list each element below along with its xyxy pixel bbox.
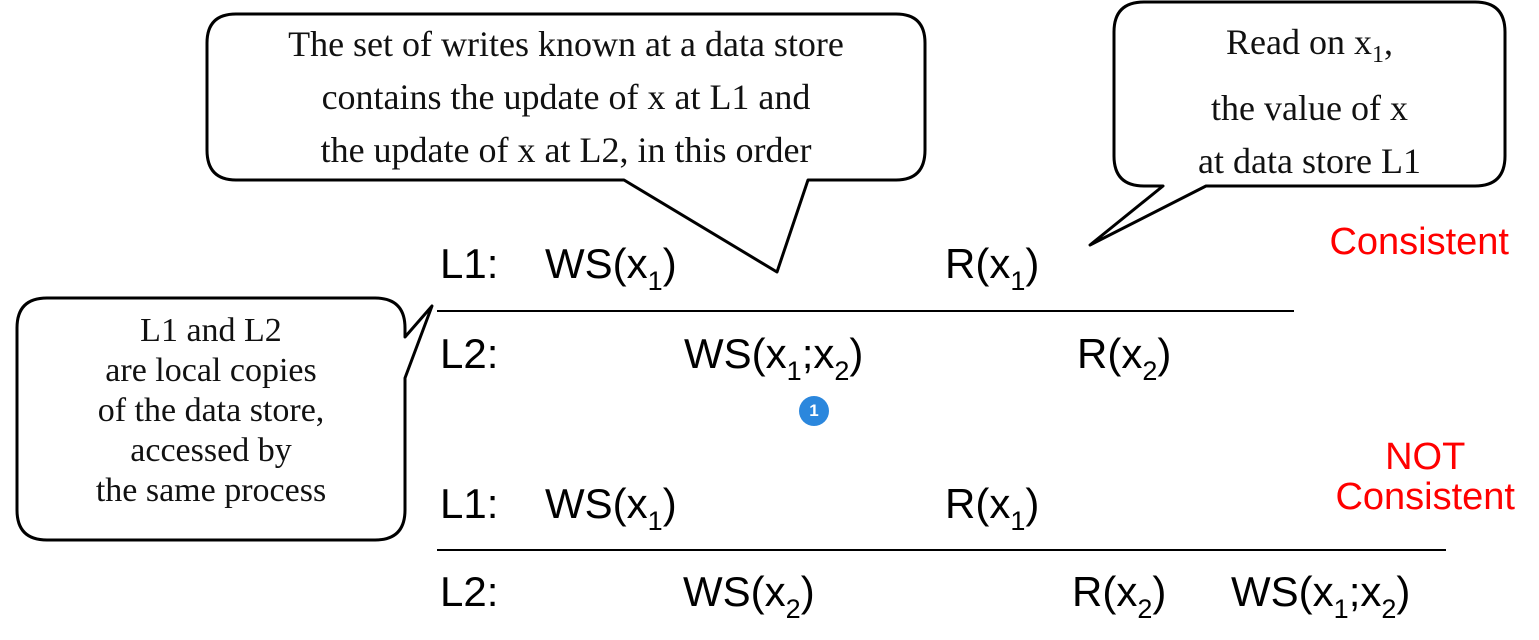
l1-label-consistent: L1: <box>440 240 499 287</box>
op-text: R(x <box>1072 568 1138 615</box>
op-text: WS(x <box>684 330 787 377</box>
status-consistent: Consistent <box>1329 221 1509 263</box>
l2-op-read-not-consistent: R(x2) <box>1072 568 1167 623</box>
op-text: WS(x <box>545 480 648 527</box>
l2-label-not-consistent: L2: <box>440 568 499 615</box>
l2-op-ws-consistent: WS(x1;x2) <box>684 330 864 385</box>
l2-op-ws-late-not-consistent: WS(x1;x2) <box>1231 568 1411 623</box>
op-text: ) <box>1157 330 1172 377</box>
callout-line: at data store L1 <box>1198 141 1421 182</box>
op-text: WS(x <box>1231 568 1334 615</box>
op-text: R(x <box>1077 330 1143 377</box>
subscript: 2 <box>785 594 801 624</box>
subscript: 2 <box>1142 356 1158 386</box>
callout-line: the value of x <box>1211 88 1408 129</box>
callout-left-text: L1 and L2 are local copies of the data s… <box>17 311 405 511</box>
status-line: Consistent <box>1335 476 1515 518</box>
callout-line: The set of writes known at a data store <box>288 24 844 64</box>
op-text: ) <box>1396 568 1411 615</box>
subscript: 1 <box>1333 594 1349 624</box>
l1-label-not-consistent: L1: <box>440 480 499 527</box>
callout-text: , <box>1383 22 1393 62</box>
l1-op-read-not-consistent: R(x1) <box>945 480 1040 535</box>
op-text: R(x <box>945 240 1011 287</box>
op-text: ) <box>849 330 864 377</box>
op-text: ) <box>1025 480 1040 527</box>
callout-line: contains the update of x at L1 and <box>321 77 811 117</box>
l2-label-consistent: L2: <box>440 330 499 377</box>
op-text: WS(x <box>545 240 648 287</box>
l1-op-ws-consistent: WS(x1) <box>545 240 677 295</box>
op-text: ) <box>1025 240 1040 287</box>
l1-op-ws-not-consistent: WS(x1) <box>545 480 677 535</box>
callout-line: Read on x1, <box>1114 16 1505 82</box>
subscript: 1 <box>647 266 663 296</box>
callout-text: Read on x <box>1226 22 1372 62</box>
callout-line: are local copies <box>105 352 317 389</box>
op-text: ;x <box>1348 568 1382 615</box>
op-text: ) <box>1152 568 1167 615</box>
subscript: 1 <box>786 356 802 386</box>
callout-left-shape <box>15 296 434 542</box>
l2-op-read-consistent: R(x2) <box>1077 330 1172 385</box>
callout-top-middle-shape <box>205 12 927 274</box>
op-text: ) <box>800 568 815 615</box>
step-badge[interactable]: 1 <box>799 396 829 426</box>
callout-top-middle-text: The set of writes known at a data store … <box>207 18 925 177</box>
status-not-consistent: NOT Consistent <box>1335 437 1515 517</box>
op-text: WS(x <box>683 568 786 615</box>
subscript: 2 <box>1381 594 1397 624</box>
callout-top-right-text: Read on x1, the value of x at data store… <box>1114 16 1505 188</box>
l1-op-read-consistent: R(x1) <box>945 240 1040 295</box>
callout-line: of the data store, <box>97 392 325 429</box>
subscript: 2 <box>834 356 850 386</box>
op-text: ;x <box>801 330 835 377</box>
subscript: 2 <box>1137 594 1153 624</box>
op-text: ) <box>662 240 677 287</box>
status-line: NOT <box>1385 436 1466 478</box>
l2-op-ws-not-consistent: WS(x2) <box>683 568 815 623</box>
callout-line: the update of x at L2, in this order <box>320 130 812 170</box>
subscript: 1 <box>1371 42 1384 69</box>
subscript: 1 <box>647 506 663 536</box>
callout-top-right-shape <box>1088 0 1507 247</box>
callout-line: L1 and L2 <box>140 312 282 349</box>
callout-line: accessed by <box>130 432 292 469</box>
subscript: 1 <box>1010 266 1026 296</box>
callout-line: the same process <box>95 472 327 509</box>
op-text: R(x <box>945 480 1011 527</box>
subscript: 1 <box>1010 506 1026 536</box>
op-text: ) <box>662 480 677 527</box>
